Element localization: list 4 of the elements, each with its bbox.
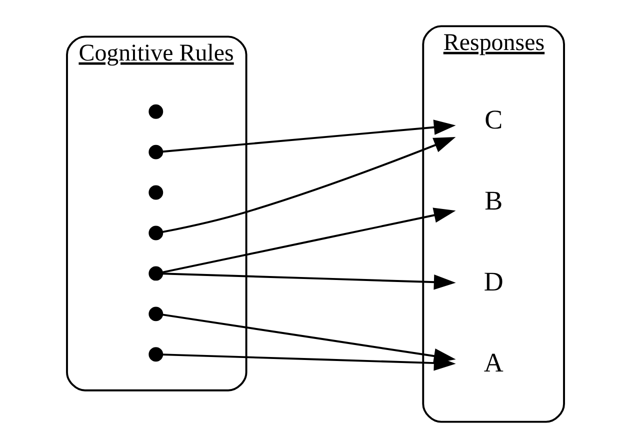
node-text: D (483, 266, 503, 297)
node-text: B (484, 186, 502, 216)
node-text: A (483, 347, 503, 378)
node-text: C (484, 104, 502, 135)
